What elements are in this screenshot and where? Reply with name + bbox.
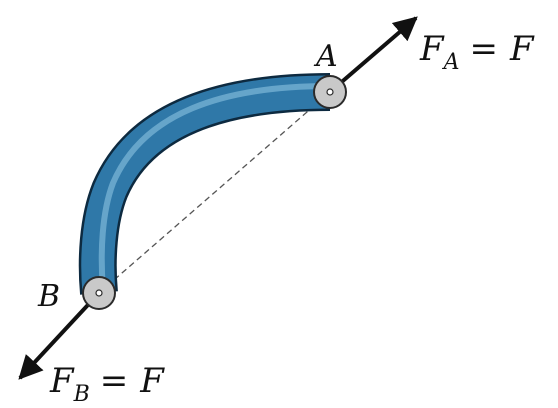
force-b-rhs: F — [139, 361, 165, 401]
force-a-symbol: F — [419, 29, 445, 69]
force-b-label: FB=F — [49, 361, 165, 407]
curved-member-highlight — [98, 83, 331, 291]
force-b-subscript: B — [73, 382, 90, 407]
force-a-equals: = — [469, 29, 498, 69]
pin-b-center — [95, 289, 103, 297]
force-arrow-a — [328, 16, 418, 94]
force-arrow-b — [18, 291, 101, 380]
force-a-rhs: F — [509, 29, 535, 69]
force-b-symbol: F — [49, 361, 75, 401]
force-b-equals: = — [100, 361, 129, 401]
force-a-subscript: A — [442, 50, 460, 75]
force-a-label: FA=F — [419, 29, 535, 75]
line-of-action-dashed — [98, 91, 331, 294]
point-b-label: B — [37, 279, 60, 314]
point-a-label: A — [313, 39, 338, 74]
pin-a-center — [326, 88, 334, 96]
